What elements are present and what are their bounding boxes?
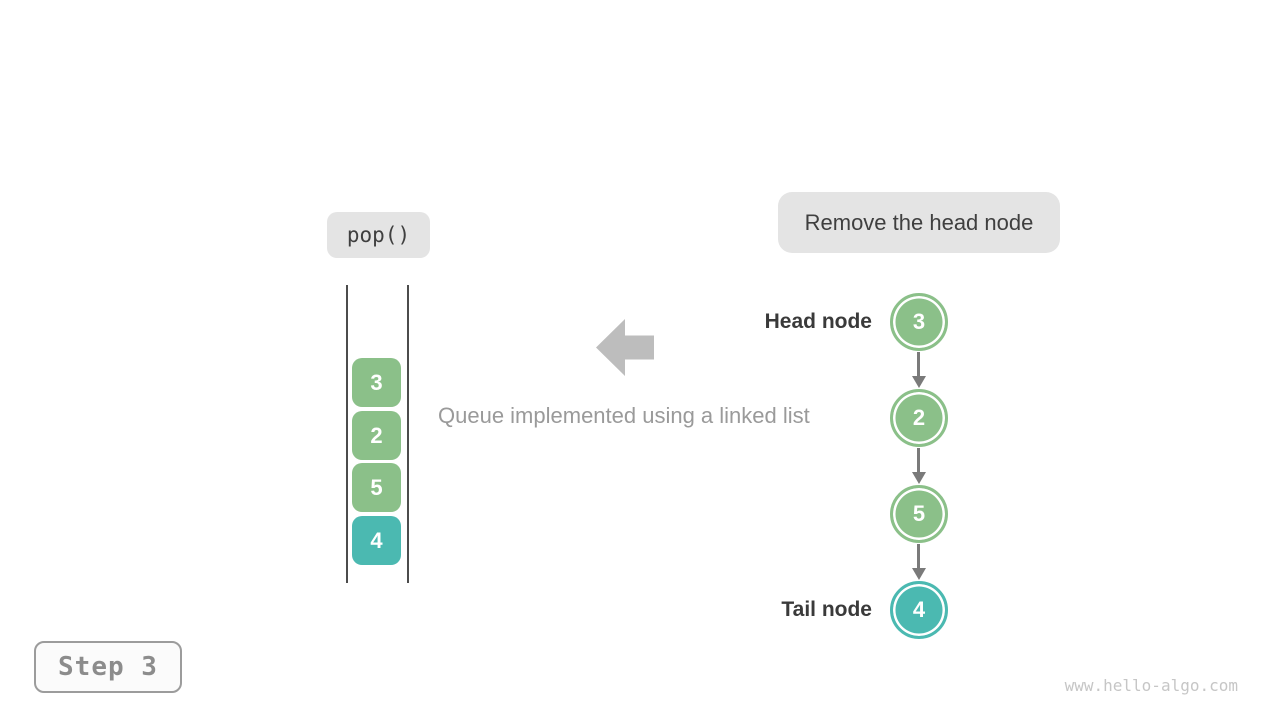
watermark: www.hello-algo.com: [1064, 676, 1238, 695]
linked-list-node: 5: [890, 485, 948, 543]
queue-cell: 3: [352, 358, 401, 407]
queue-cell: 2: [352, 411, 401, 460]
left-block-arrow-icon: [596, 319, 654, 376]
link-arrowhead-icon: [912, 568, 926, 580]
pop-operation-label: pop(): [327, 212, 430, 258]
linked-list-node: 3: [890, 293, 948, 351]
link-arrowhead-icon: [912, 376, 926, 388]
queue-array-container: [346, 285, 409, 583]
head-node-label: Head node: [764, 310, 872, 333]
queue-cell: 4: [352, 516, 401, 565]
linked-list-node: 2: [890, 389, 948, 447]
step-badge: Step 3: [34, 641, 182, 693]
link-arrowhead-icon: [912, 472, 926, 484]
diagram-caption: Queue implemented using a linked list: [438, 403, 810, 428]
queue-cell: 5: [352, 463, 401, 512]
link-arrow-line: [917, 448, 920, 472]
tail-node-label: Tail node: [781, 598, 872, 621]
link-arrow-line: [917, 544, 920, 568]
remove-head-annotation: Remove the head node: [778, 192, 1060, 253]
linked-list-node: 4: [890, 581, 948, 639]
link-arrow-line: [917, 352, 920, 376]
